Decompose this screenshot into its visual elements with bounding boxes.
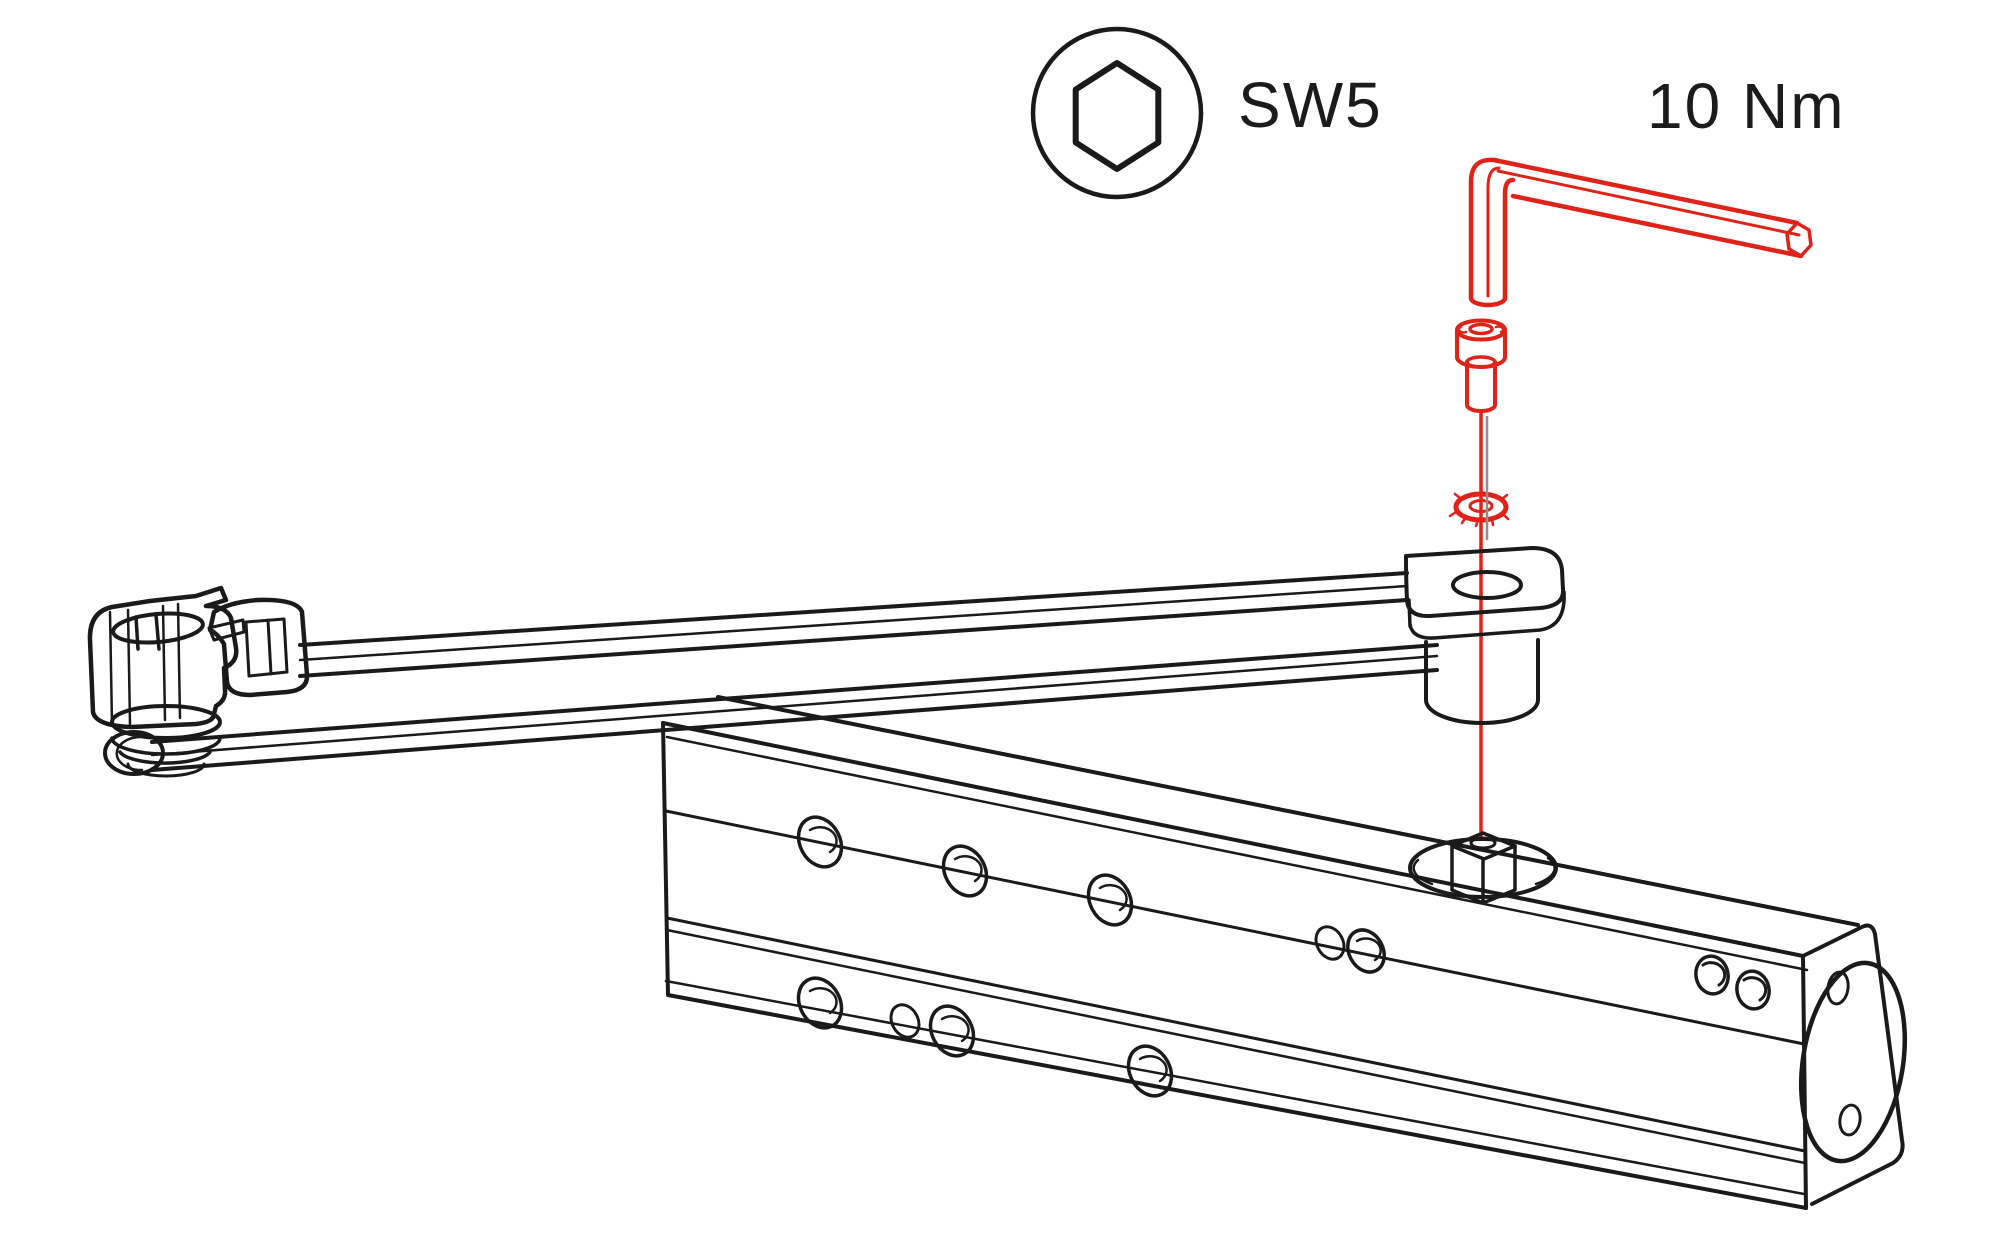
lock-washer-icon: [1448, 491, 1510, 528]
allen-key-icon: [1468, 157, 1813, 308]
pinion-spindle: [1408, 831, 1558, 905]
socket-screw-icon: [1455, 318, 1507, 413]
arm-hub-plate: [1404, 546, 1566, 725]
hex-socket-icon: [1030, 26, 1204, 200]
torque-label: 10 Nm: [1647, 70, 1846, 142]
arm-shoe: [87, 585, 310, 778]
valve-screws: [1694, 954, 1771, 1011]
door-closer-body: [661, 695, 1908, 1210]
assembly-center-line: [1479, 410, 1489, 840]
body-end-cap: [1798, 923, 1908, 1206]
arm-assembly: [87, 546, 1566, 778]
mounting-holes-upper: [796, 815, 1386, 974]
mounting-holes-lower: [796, 976, 1174, 1098]
wrench-size-label: SW5: [1238, 69, 1383, 141]
